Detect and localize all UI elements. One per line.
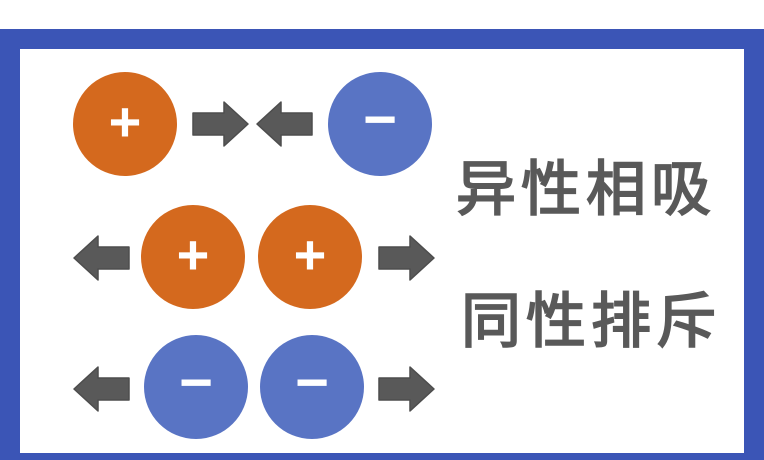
negative-charge-circle: − — [144, 335, 248, 439]
minus-sign: − — [363, 87, 397, 152]
minus-sign: − — [295, 350, 329, 415]
positive-charge-circle: + — [141, 205, 245, 309]
plus-sign: + — [108, 90, 142, 153]
arrow-right-icon — [378, 234, 436, 282]
arrow-left-icon — [255, 100, 313, 148]
positive-charge-circle: + — [73, 72, 177, 176]
positive-charge-circle: + — [258, 205, 362, 309]
slide-frame-border — [0, 29, 764, 460]
negative-charge-circle: − — [328, 72, 432, 176]
arrow-left-icon — [72, 365, 130, 413]
negative-charge-circle: − — [260, 335, 364, 439]
plus-sign: + — [176, 223, 210, 286]
caption-likes-repel: 同性排斥 — [461, 288, 721, 355]
arrow-right-icon — [378, 365, 436, 413]
arrow-right-icon — [192, 100, 250, 148]
minus-sign: − — [179, 350, 213, 415]
arrow-left-icon — [72, 234, 130, 282]
plus-sign: + — [293, 223, 327, 286]
caption-opposites-attract: 异性相吸 — [456, 156, 716, 223]
